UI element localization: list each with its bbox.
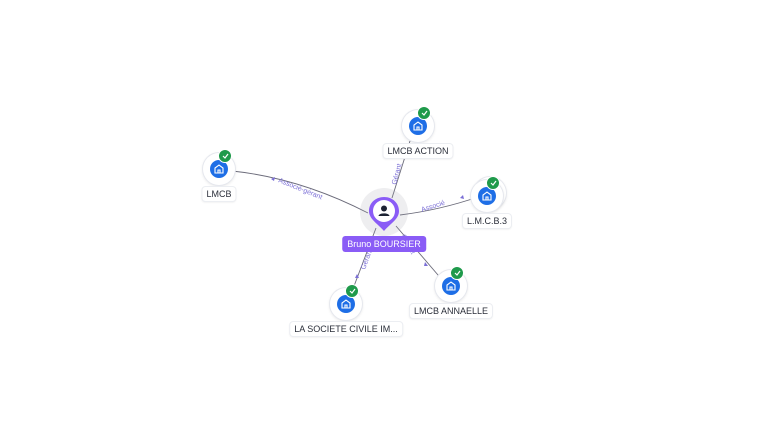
edge-arrow-sci <box>355 274 359 278</box>
center-node-label[interactable]: Bruno BOURSIER <box>342 236 426 252</box>
person-pin-icon[interactable] <box>367 195 401 235</box>
company-node-circle[interactable] <box>402 106 434 142</box>
edge-label-lmcb-action: Gérant <box>391 163 403 186</box>
company-icon <box>210 160 228 178</box>
verified-check-icon <box>486 176 500 190</box>
edge-lmcb3 <box>399 196 479 216</box>
person-icon <box>381 205 387 212</box>
verified-check-icon <box>450 266 464 280</box>
company-icon <box>409 117 427 135</box>
node-label[interactable]: LA SOCIETE CIVILE IM... <box>290 322 402 336</box>
company-node-circle[interactable] <box>435 266 467 302</box>
edge-arrow-lmcb <box>271 177 275 181</box>
edge-label-lmcb3: Associé <box>420 200 446 214</box>
company-node-circle[interactable] <box>203 149 235 185</box>
edge-lmcb-annaelle <box>395 225 445 283</box>
company-icon <box>478 187 496 205</box>
edge-label-lmcb: Associé-gérant <box>277 177 323 201</box>
company-icon <box>337 295 355 313</box>
verified-check-icon <box>218 149 232 163</box>
verified-check-icon <box>417 106 431 120</box>
node-label[interactable]: LMCB ANNAELLE <box>409 304 493 318</box>
edge-arrow-annaelle <box>424 262 428 266</box>
node-label[interactable]: LMCB ACTION <box>383 144 453 158</box>
verified-check-icon <box>345 284 359 298</box>
node-label[interactable]: L.M.C.B.3 <box>462 214 512 228</box>
company-node-circle[interactable] <box>471 176 503 212</box>
company-icon <box>442 277 460 295</box>
node-label[interactable]: LMCB <box>202 187 236 201</box>
edge-lmcb <box>231 170 369 214</box>
edge-arrow-lmcb3 <box>460 195 464 199</box>
company-node-circle[interactable] <box>330 284 362 320</box>
